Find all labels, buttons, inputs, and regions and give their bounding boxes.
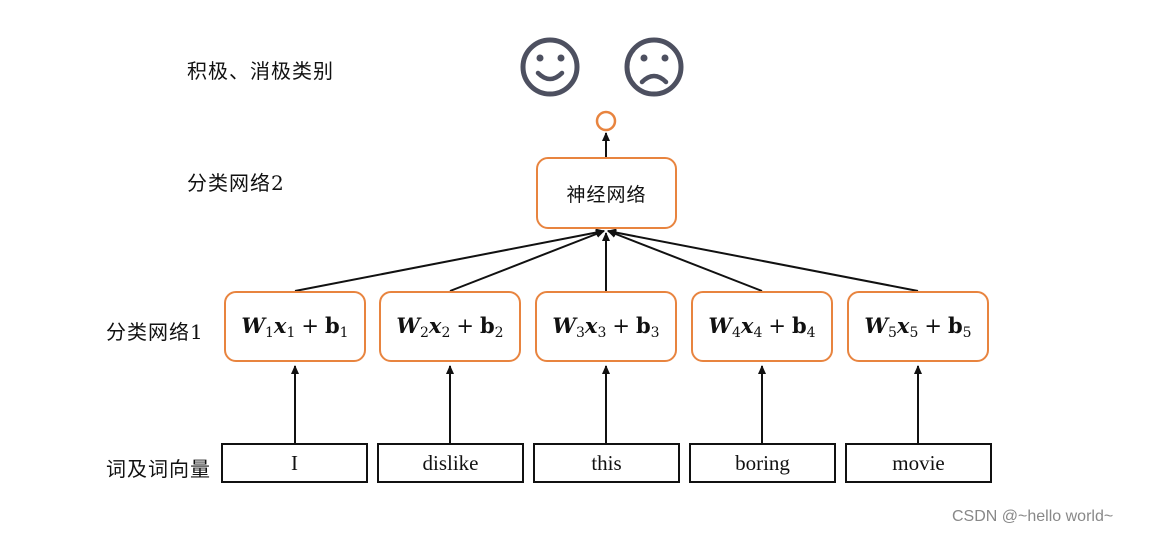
arrow-formula-1: [294, 228, 605, 292]
arrow-formula-4: [607, 230, 763, 292]
formula-box-2: W2x2+b2: [379, 291, 521, 362]
watermark: CSDN @~hello world~: [952, 508, 1114, 525]
formula-2: W2x2+b2: [396, 312, 504, 341]
formula-3: W3x3+b3: [552, 312, 660, 341]
word-box-2: dislike: [377, 443, 524, 483]
formula-box-5: W5x5+b5: [847, 291, 989, 362]
neural-net-label: 神经网络: [566, 183, 647, 206]
formula-box-3: W3x3+b3: [535, 291, 677, 362]
frowning-face-icon: [624, 37, 684, 97]
formula-box-4: W4x4+b4: [691, 291, 833, 362]
words-label: 词及词向量: [106, 457, 211, 481]
output-node: [595, 110, 617, 132]
neural-net-box: 神经网络: [536, 157, 677, 229]
category-label: 积极、消极类别: [187, 59, 334, 83]
formula-box-1: W1x1+b1: [224, 291, 366, 362]
smiley-face-icon: [520, 37, 580, 97]
formula-1: W1x1+b1: [241, 312, 349, 341]
net2-label: 分类网络2: [187, 171, 285, 195]
arrow-formula-2: [449, 230, 605, 292]
word-box-1: I: [221, 443, 368, 483]
formula-4: W4x4+b4: [708, 312, 816, 341]
word-box-4: boring: [689, 443, 836, 483]
word-box-3: this: [533, 443, 680, 483]
word-box-5: movie: [845, 443, 992, 483]
net1-label: 分类网络1: [106, 320, 204, 344]
arrow-formula-5: [607, 228, 919, 292]
formula-5: W5x5+b5: [864, 312, 972, 341]
